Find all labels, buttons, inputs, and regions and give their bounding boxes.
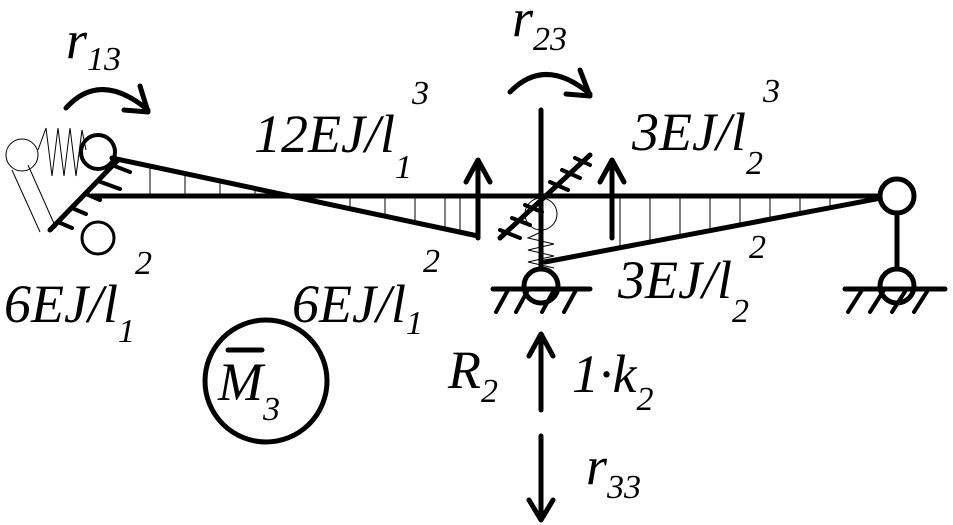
r33-arrow: [526, 433, 556, 523]
diagram-name-label: M3: [217, 352, 280, 428]
left-spring-support: [5, 127, 87, 233]
r23-label: r23: [512, 0, 567, 58]
shear-left-label: 12EJ/l13: [254, 75, 429, 186]
left-moment-label: 6EJ/l12: [4, 245, 152, 350]
shear-right-label: 3EJ/l23: [631, 73, 780, 182]
r33-label: r33: [586, 436, 641, 506]
right-support: [842, 176, 948, 314]
reaction-label: R2: [447, 340, 498, 410]
r23-moment-arrow: [507, 67, 593, 99]
shear-arrow-left: [463, 157, 493, 241]
r13-moment-arrow: [63, 83, 151, 115]
r13-label: r13: [66, 10, 121, 78]
middle-node: [490, 107, 593, 314]
shear-arrow-right: [597, 157, 627, 241]
mid-moment-right-label: 3EJ/l22: [617, 229, 766, 330]
spring-force-arrow: [526, 331, 556, 413]
mid-moment-left-label: 6EJ/l12: [292, 243, 440, 342]
left-clamp-node: [47, 133, 132, 256]
moment-diagram: [109, 155, 895, 265]
spring-force-label: 1·k2: [572, 344, 653, 418]
diagram-name-circle: [202, 317, 330, 445]
